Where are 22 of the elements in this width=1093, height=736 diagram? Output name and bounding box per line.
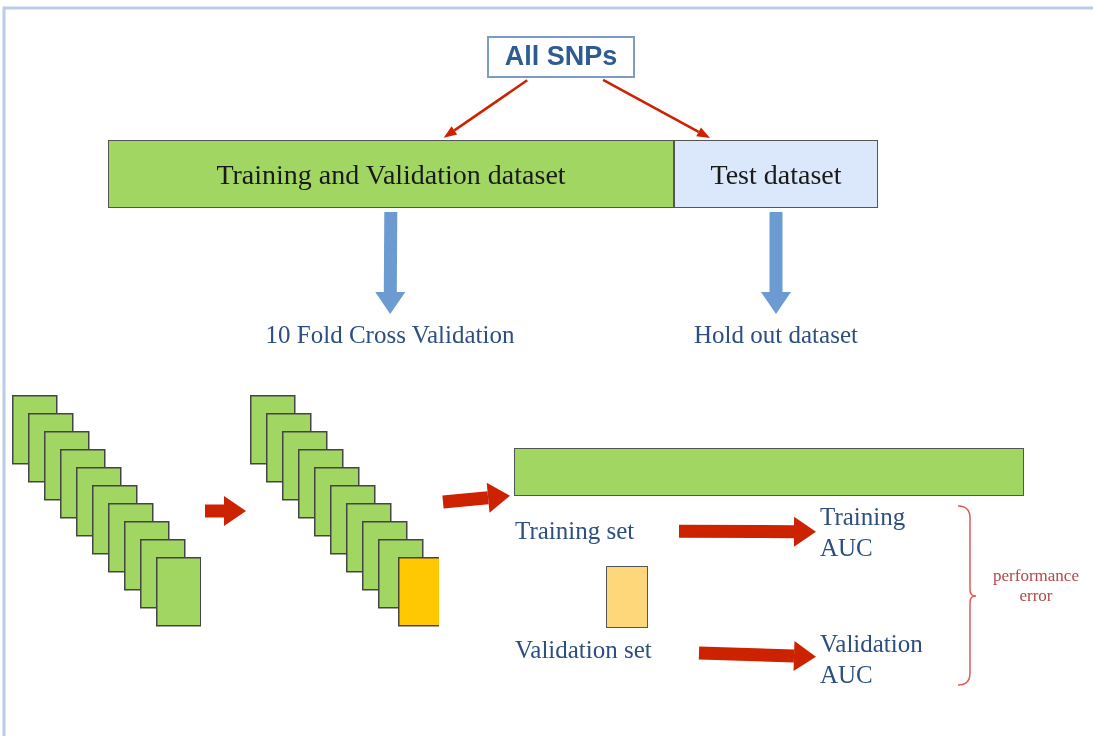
metric-label: Training AUC	[820, 504, 950, 560]
step-label: Hold out dataset	[666, 318, 886, 352]
set-label: Validation set	[515, 632, 695, 668]
step-label: 10 Fold Cross Validation	[240, 318, 540, 352]
arrow	[761, 212, 791, 314]
card-stack-drawing	[12, 395, 201, 627]
arrow	[443, 79, 528, 138]
data-bar	[514, 448, 1024, 496]
metric-label: Validation AUC	[820, 631, 960, 687]
arrow	[698, 641, 816, 671]
title-box: All SNPs	[487, 36, 635, 78]
set-label: Training set	[515, 513, 675, 549]
dataset-bar: Test dataset	[674, 140, 878, 208]
card-stack-drawing	[250, 395, 439, 627]
arrow	[678, 516, 816, 547]
arrow	[375, 211, 406, 314]
dataset-bar: Training and Validation dataset	[108, 140, 674, 208]
arrow	[442, 482, 510, 513]
arrow	[205, 496, 246, 526]
note-label: performance error	[992, 566, 1080, 607]
validation-card	[606, 566, 648, 628]
arrow	[602, 78, 710, 139]
